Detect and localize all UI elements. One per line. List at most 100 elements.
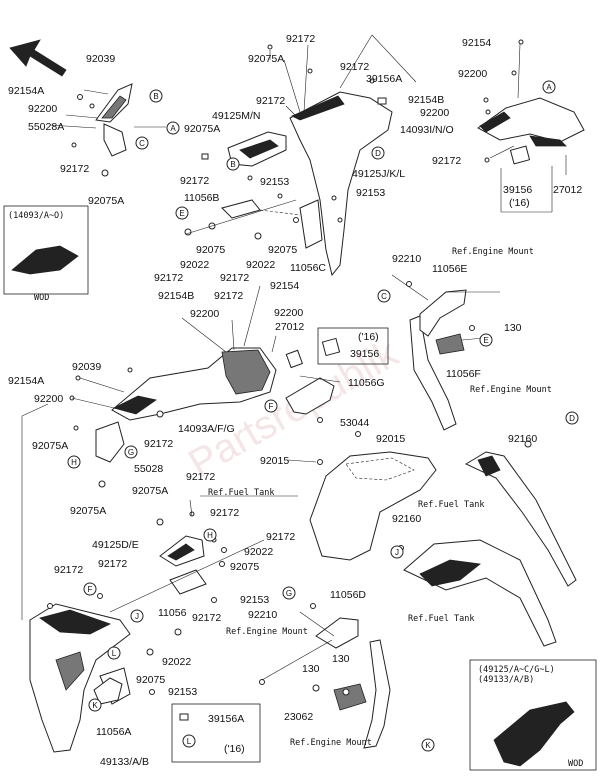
part-label: 27012 [275,321,304,333]
part-label: 92160 [392,513,421,525]
part-label: 92200 [420,107,449,119]
reference-note: Ref.Engine Mount [470,385,552,395]
part-label: 49133/A/B [100,756,149,768]
part-label: 92022 [246,259,275,271]
inset-title: (14093/A~O) [8,211,64,221]
part-label: 92075 [136,674,165,686]
part-label: 92172 [98,558,127,570]
part-label: 55028A [28,121,64,133]
part-label: 92154B [408,94,444,106]
part-label: ('16) [224,743,245,755]
part-label: 53044 [340,417,369,429]
reference-note: Ref.Fuel Tank [408,614,475,624]
part-label: 92039 [72,361,101,373]
callout-c: C [381,292,387,301]
engine-mount-bracket-right [391,274,500,431]
part-label: 49125J/K/L [352,168,405,180]
part-label: 92075 [268,244,297,256]
part-label: 11056C [290,262,326,274]
part-label: 92200 [28,103,57,115]
upper-cowl-assembly [184,34,417,277]
part-label: 92172 [144,438,173,450]
part-label: 27012 [553,184,582,196]
part-label: 92172 [60,163,89,175]
callout-l: L [112,649,117,658]
part-label: 92200 [458,68,487,80]
inset-box-14093 [3,205,89,295]
callout-c: C [139,139,145,148]
part-label: 92075A [132,485,168,497]
part-label: 92154 [462,37,491,49]
part-label: 92154B [158,290,194,302]
part-label: 92022 [180,259,209,271]
part-label: 11056F [446,368,481,380]
part-label: 130 [504,322,522,334]
reference-note: Ref.Fuel Tank [418,500,485,510]
part-label: 39156 [503,184,532,196]
callout-d: D [375,149,381,158]
part-label: 92210 [392,253,421,265]
callout-a: A [170,124,176,133]
part-label: 92172 [192,612,221,624]
part-label: 92200 [190,308,219,320]
part-label: 92172 [432,155,461,167]
part-label: 92172 [340,61,369,73]
part-label: 92172 [214,290,243,302]
part-label: 39156A [366,73,402,85]
part-label: 55028 [134,463,163,475]
part-label: ('16) [509,197,530,209]
part-label: 92022 [244,546,273,558]
part-label: 92015 [376,433,405,445]
part-label: 49125D/E [92,539,139,551]
part-label: ('16) [358,331,379,343]
bracket-11056g [285,375,341,423]
part-label: 14093I/N/O [400,124,454,136]
callout-k: K [92,701,98,710]
part-label: 92172 [154,272,183,284]
engine-mount-bracket-lower [259,603,391,749]
part-label: 92015 [260,455,289,467]
part-label: 92172 [266,531,295,543]
part-label: 92200 [274,307,303,319]
part-label: 49125M/N [212,110,260,122]
reference-note: Ref.Fuel Tank [208,488,275,498]
callout-l: L [187,737,192,746]
part-label: 11056D [330,589,366,601]
part-label: 92154A [8,375,44,387]
inset-box-wod-lower [469,659,597,771]
part-label: 92153 [240,594,269,606]
inset-caption: WOD [568,759,583,769]
part-label: 92075A [248,53,284,65]
part-label: 11056 [158,607,187,619]
part-label: 92172 [210,507,239,519]
callout-e: E [483,336,488,345]
callout-j: J [395,548,399,557]
callout-b: B [153,92,158,101]
part-label: 92153 [260,176,289,188]
inner-cover-14093afg [69,285,304,488]
callout-f: F [269,402,274,411]
callout-h: H [71,458,77,467]
callout-d: D [569,414,575,423]
part-label: 92172 [256,95,285,107]
callout-k: K [425,741,431,750]
inset-title: (49133/A/B) [478,675,534,685]
reference-note: Ref.Engine Mount [226,627,308,637]
part-label: 130 [302,663,320,675]
part-label: 92039 [86,53,115,65]
lower-fairing-49133ab [21,403,131,753]
side-cowl-lower-right [398,539,557,647]
part-label: 39156 [350,348,379,360]
callout-e: E [179,209,184,218]
inset-box-16-upper [317,327,389,365]
side-cowl-upper-right [477,39,585,213]
inset-title: (49125/A~C/G~L) [478,665,555,675]
part-label: 92153 [168,686,197,698]
part-label: 92172 [286,33,315,45]
part-label: 92075A [70,505,106,517]
left-inner-bracket-assembly [49,83,166,177]
callout-g: G [128,448,134,457]
callout-f: F [88,585,93,594]
